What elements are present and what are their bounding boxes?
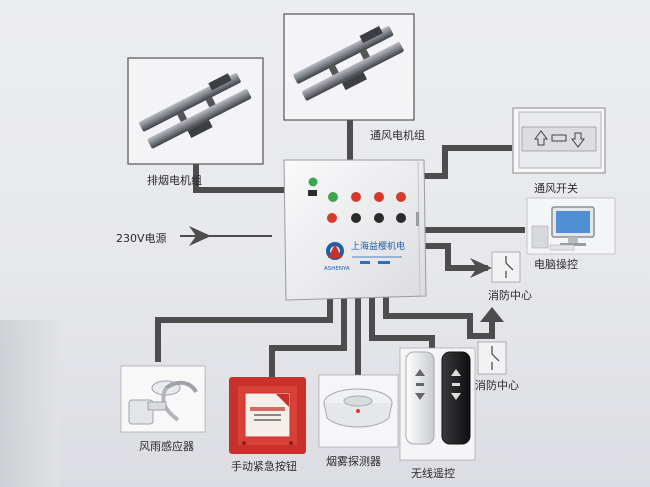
label-wireless-remote: 无线遥控	[411, 467, 455, 480]
label-smoke-motor-group: 排烟电机组	[147, 174, 202, 187]
power-arrow	[180, 226, 272, 246]
green-light-1	[308, 177, 318, 187]
line-fire-center-1	[420, 243, 488, 271]
red-light-1	[351, 192, 361, 202]
wind-rain-sensor-device	[120, 365, 206, 433]
indicator-sq-1	[308, 190, 317, 196]
label-manual-emergency-button: 手动紧急按钮	[231, 460, 297, 473]
line-remote	[369, 296, 435, 350]
label-computer-control: 电脑操控	[534, 258, 578, 271]
label-fire-center-2: 消防中心	[475, 379, 519, 392]
brand-logo-icon	[326, 242, 344, 260]
label-smoke-detector: 烟雾探测器	[326, 455, 381, 468]
brand-sub: ASHENYA	[324, 266, 350, 272]
wireless-remote-device	[399, 347, 476, 461]
smoke-detector-device	[318, 374, 399, 448]
up-arrow-icon	[534, 130, 548, 146]
control-box: 上海益樱机电 ASHENYA	[283, 159, 427, 301]
red-light-3	[396, 192, 406, 202]
line-fire-center-2	[383, 296, 495, 339]
label-wind-rain-sensor: 风雨感应器	[139, 440, 194, 453]
smoke-motor-panel	[127, 57, 264, 165]
fire-center-switch-icon-1	[491, 251, 521, 283]
knob-2	[374, 213, 384, 223]
label-power-input: 230V电源	[116, 232, 167, 245]
label-fire-center-1: 消防中心	[488, 289, 532, 302]
background-door-frame	[0, 320, 60, 487]
arrow-fire-center-1	[470, 258, 492, 278]
label-vent-switch: 通风开关	[534, 182, 578, 195]
computer-device	[526, 197, 616, 255]
label-vent-motor-group: 通风电机组	[370, 129, 425, 142]
knob-3	[396, 213, 406, 223]
arrow-fire-center-2	[480, 307, 504, 322]
manual-emergency-button-device	[229, 377, 306, 454]
down-arrow-icon	[571, 132, 585, 148]
line-vent-switch	[420, 145, 512, 179]
line-manual-button	[269, 296, 347, 378]
green-light-2	[328, 192, 338, 202]
connection-lines	[155, 118, 525, 378]
line-smoke-motor	[193, 163, 290, 193]
red-light-4	[327, 213, 337, 223]
red-light-2	[374, 192, 384, 202]
brand-name: 上海益樱机电	[351, 240, 405, 252]
line-wind-rain	[155, 296, 333, 362]
vent-motor-panel	[283, 13, 415, 121]
knob-1	[351, 213, 361, 223]
fire-center-switch-icon-2	[477, 341, 507, 375]
vent-switch-device	[512, 107, 606, 174]
